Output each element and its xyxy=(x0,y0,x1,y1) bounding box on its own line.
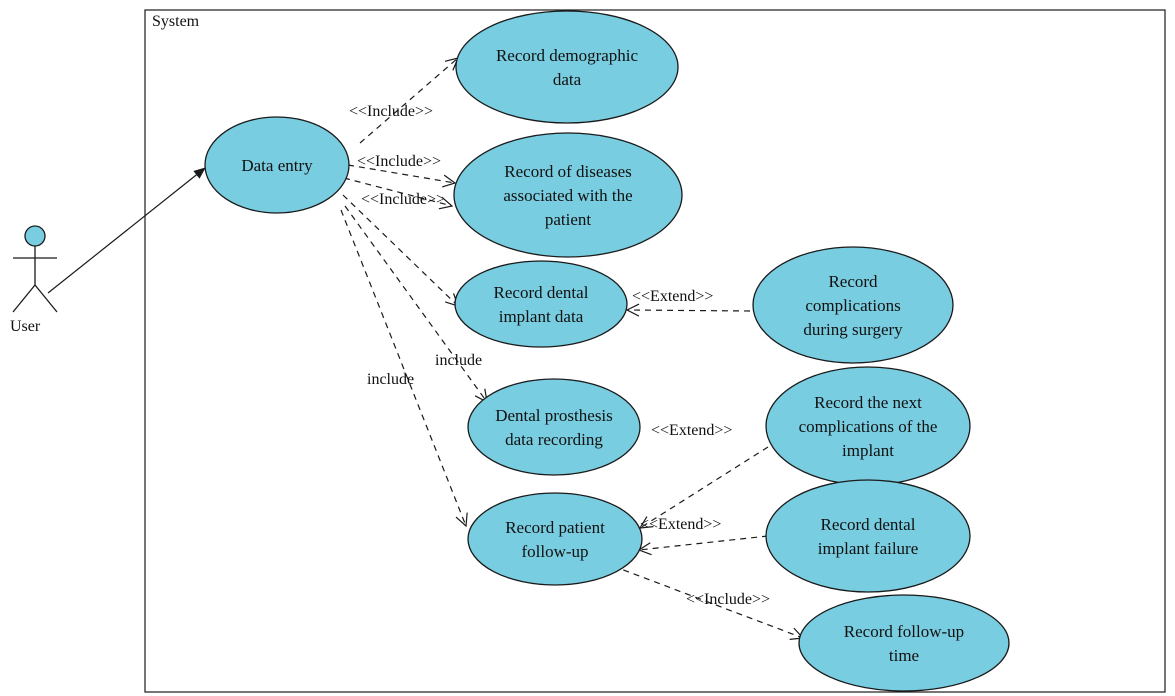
system-label: System xyxy=(152,13,200,30)
use-case-label: implant failure xyxy=(818,539,919,558)
use-case-label: Record follow-up xyxy=(844,622,964,641)
use-case-record-implant[interactable]: Record dental implant data xyxy=(454,260,628,348)
actor-label: User xyxy=(10,318,41,335)
use-case-label: data xyxy=(553,70,582,89)
use-case-label: Record the next xyxy=(814,393,922,412)
use-case-label: Dental prosthesis xyxy=(495,406,613,425)
dependency-arrow xyxy=(627,310,751,311)
use-case-ellipse xyxy=(798,594,1010,692)
relation-label: <<Include>> xyxy=(357,153,441,170)
use-case-label: Data entry xyxy=(241,156,313,175)
use-case-label: Record dental xyxy=(821,515,916,534)
use-case-label: complications xyxy=(805,296,900,315)
use-case-ellipse xyxy=(455,10,679,124)
use-case-ellipse xyxy=(453,132,683,258)
use-case-label: implant xyxy=(842,441,894,460)
use-case-record-demographic[interactable]: Record demographic data xyxy=(455,10,679,124)
dependency-arrow xyxy=(347,164,455,183)
use-case-ellipse xyxy=(752,246,954,364)
use-case-label: during surgery xyxy=(803,320,903,339)
use-case-implant-failure[interactable]: Record dental implant failure xyxy=(765,479,971,593)
dependency-arrow xyxy=(342,194,458,306)
use-case-label: associated with the xyxy=(503,186,632,205)
stick-figure-actor-icon xyxy=(12,225,58,313)
dependency-arrow xyxy=(344,205,487,402)
use-case-label: data recording xyxy=(505,430,603,449)
relation-label: include xyxy=(435,352,482,369)
use-case-label: patient xyxy=(545,210,592,229)
use-case-data-entry[interactable]: Data entry xyxy=(204,116,350,214)
use-case-record-complications-surgery[interactable]: Record complications during surgery xyxy=(752,246,954,364)
system-boundary xyxy=(144,9,1166,693)
association-arrow xyxy=(47,167,206,294)
relation-labels-layer: <<Include>> <<Include>> <<Include>> include… xyxy=(349,103,770,608)
relations-layer xyxy=(47,58,803,638)
use-case-next-complications[interactable]: Record the next complications of the impla… xyxy=(765,366,971,486)
relation-label: <<Extend>> xyxy=(640,516,721,533)
use-case-follow-up[interactable]: Record patient follow-up xyxy=(467,492,643,586)
relation-label: include xyxy=(367,371,414,388)
relation-label: <<Extend>> xyxy=(632,288,713,305)
use-case-ellipse xyxy=(454,260,628,348)
dependency-arrow xyxy=(340,209,466,526)
use-case-label: Record of diseases xyxy=(504,162,631,181)
dependency-arrow xyxy=(640,446,769,528)
use-case-ellipse xyxy=(467,492,643,586)
use-case-label: Record dental xyxy=(494,283,589,302)
use-case-label: time xyxy=(889,646,919,665)
use-case-follow-up-time[interactable]: Record follow-up time xyxy=(798,594,1010,692)
use-case-ellipse xyxy=(765,479,971,593)
use-case-label: Record demographic xyxy=(496,46,639,65)
relation-label: <<Include>> xyxy=(686,591,770,608)
relation-label: <<Include>> xyxy=(349,103,433,120)
use-case-ellipse xyxy=(467,378,641,476)
use-case-label: follow-up xyxy=(521,542,588,561)
use-case-ellipse xyxy=(204,116,350,214)
use-case-label: complications of the xyxy=(799,417,938,436)
use-case-label: Record xyxy=(828,272,878,291)
relation-label: <<Extend>> xyxy=(651,422,732,439)
use-case-label: implant data xyxy=(499,307,584,326)
actor-user[interactable]: User xyxy=(10,225,58,335)
dependency-arrow xyxy=(359,58,458,144)
relation-label: <<Include>> xyxy=(361,191,445,208)
use-case-label: Record patient xyxy=(505,518,605,537)
dependency-arrow xyxy=(612,565,803,638)
use-case-prosthesis[interactable]: Dental prosthesis data recording xyxy=(467,378,641,476)
dependency-arrow xyxy=(639,535,769,550)
use-case-record-diseases[interactable]: Record of diseases associated with the pat… xyxy=(453,132,683,258)
dependency-arrow xyxy=(343,177,452,206)
